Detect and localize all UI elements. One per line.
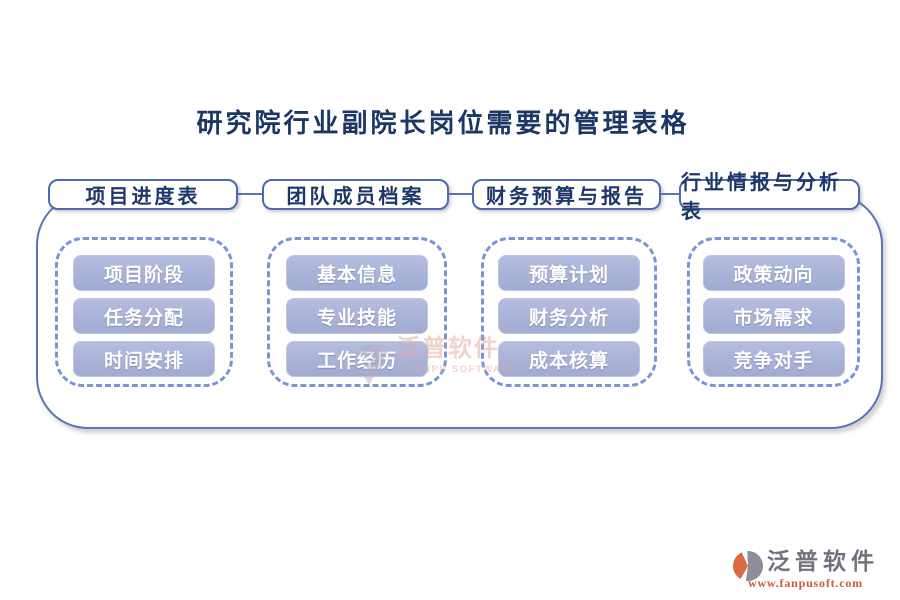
group-team-files: 基本信息 专业技能 工作经历 — [267, 237, 447, 387]
item-pill: 任务分配 — [73, 298, 215, 334]
item-pill: 成本核算 — [498, 341, 640, 377]
item-pill: 竞争对手 — [702, 341, 845, 377]
item-pill: 市场需求 — [702, 298, 845, 334]
item-pill: 时间安排 — [73, 341, 215, 377]
column-header-project-progress: 项目进度表 — [48, 179, 238, 210]
item-pill: 政策动向 — [702, 255, 845, 291]
item-pill: 项目阶段 — [73, 255, 215, 291]
item-pill: 基本信息 — [286, 255, 428, 291]
footer-logo-name: 泛普软件 — [767, 549, 879, 574]
footer-logo-url[interactable]: www.fanpusoft.com — [748, 576, 863, 590]
column-header-finance-budget: 财务预算与报告 — [472, 179, 661, 210]
item-pill: 财务分析 — [498, 298, 640, 334]
item-pill: 工作经历 — [286, 341, 428, 377]
group-project-progress: 项目阶段 任务分配 时间安排 — [55, 237, 233, 387]
column-header-industry-analysis: 行业情报与分析表 — [679, 172, 860, 223]
group-finance-budget: 预算计划 财务分析 成本核算 — [481, 237, 657, 387]
item-pill: 预算计划 — [498, 255, 640, 291]
group-industry-analysis: 政策动向 市场需求 竞争对手 — [687, 237, 860, 387]
column-header-team-files: 团队成员档案 — [262, 179, 449, 210]
page-title: 研究院行业副院长岗位需要的管理表格 — [196, 109, 690, 138]
item-pill: 专业技能 — [286, 298, 428, 334]
fanpu-logo-icon — [733, 551, 763, 581]
